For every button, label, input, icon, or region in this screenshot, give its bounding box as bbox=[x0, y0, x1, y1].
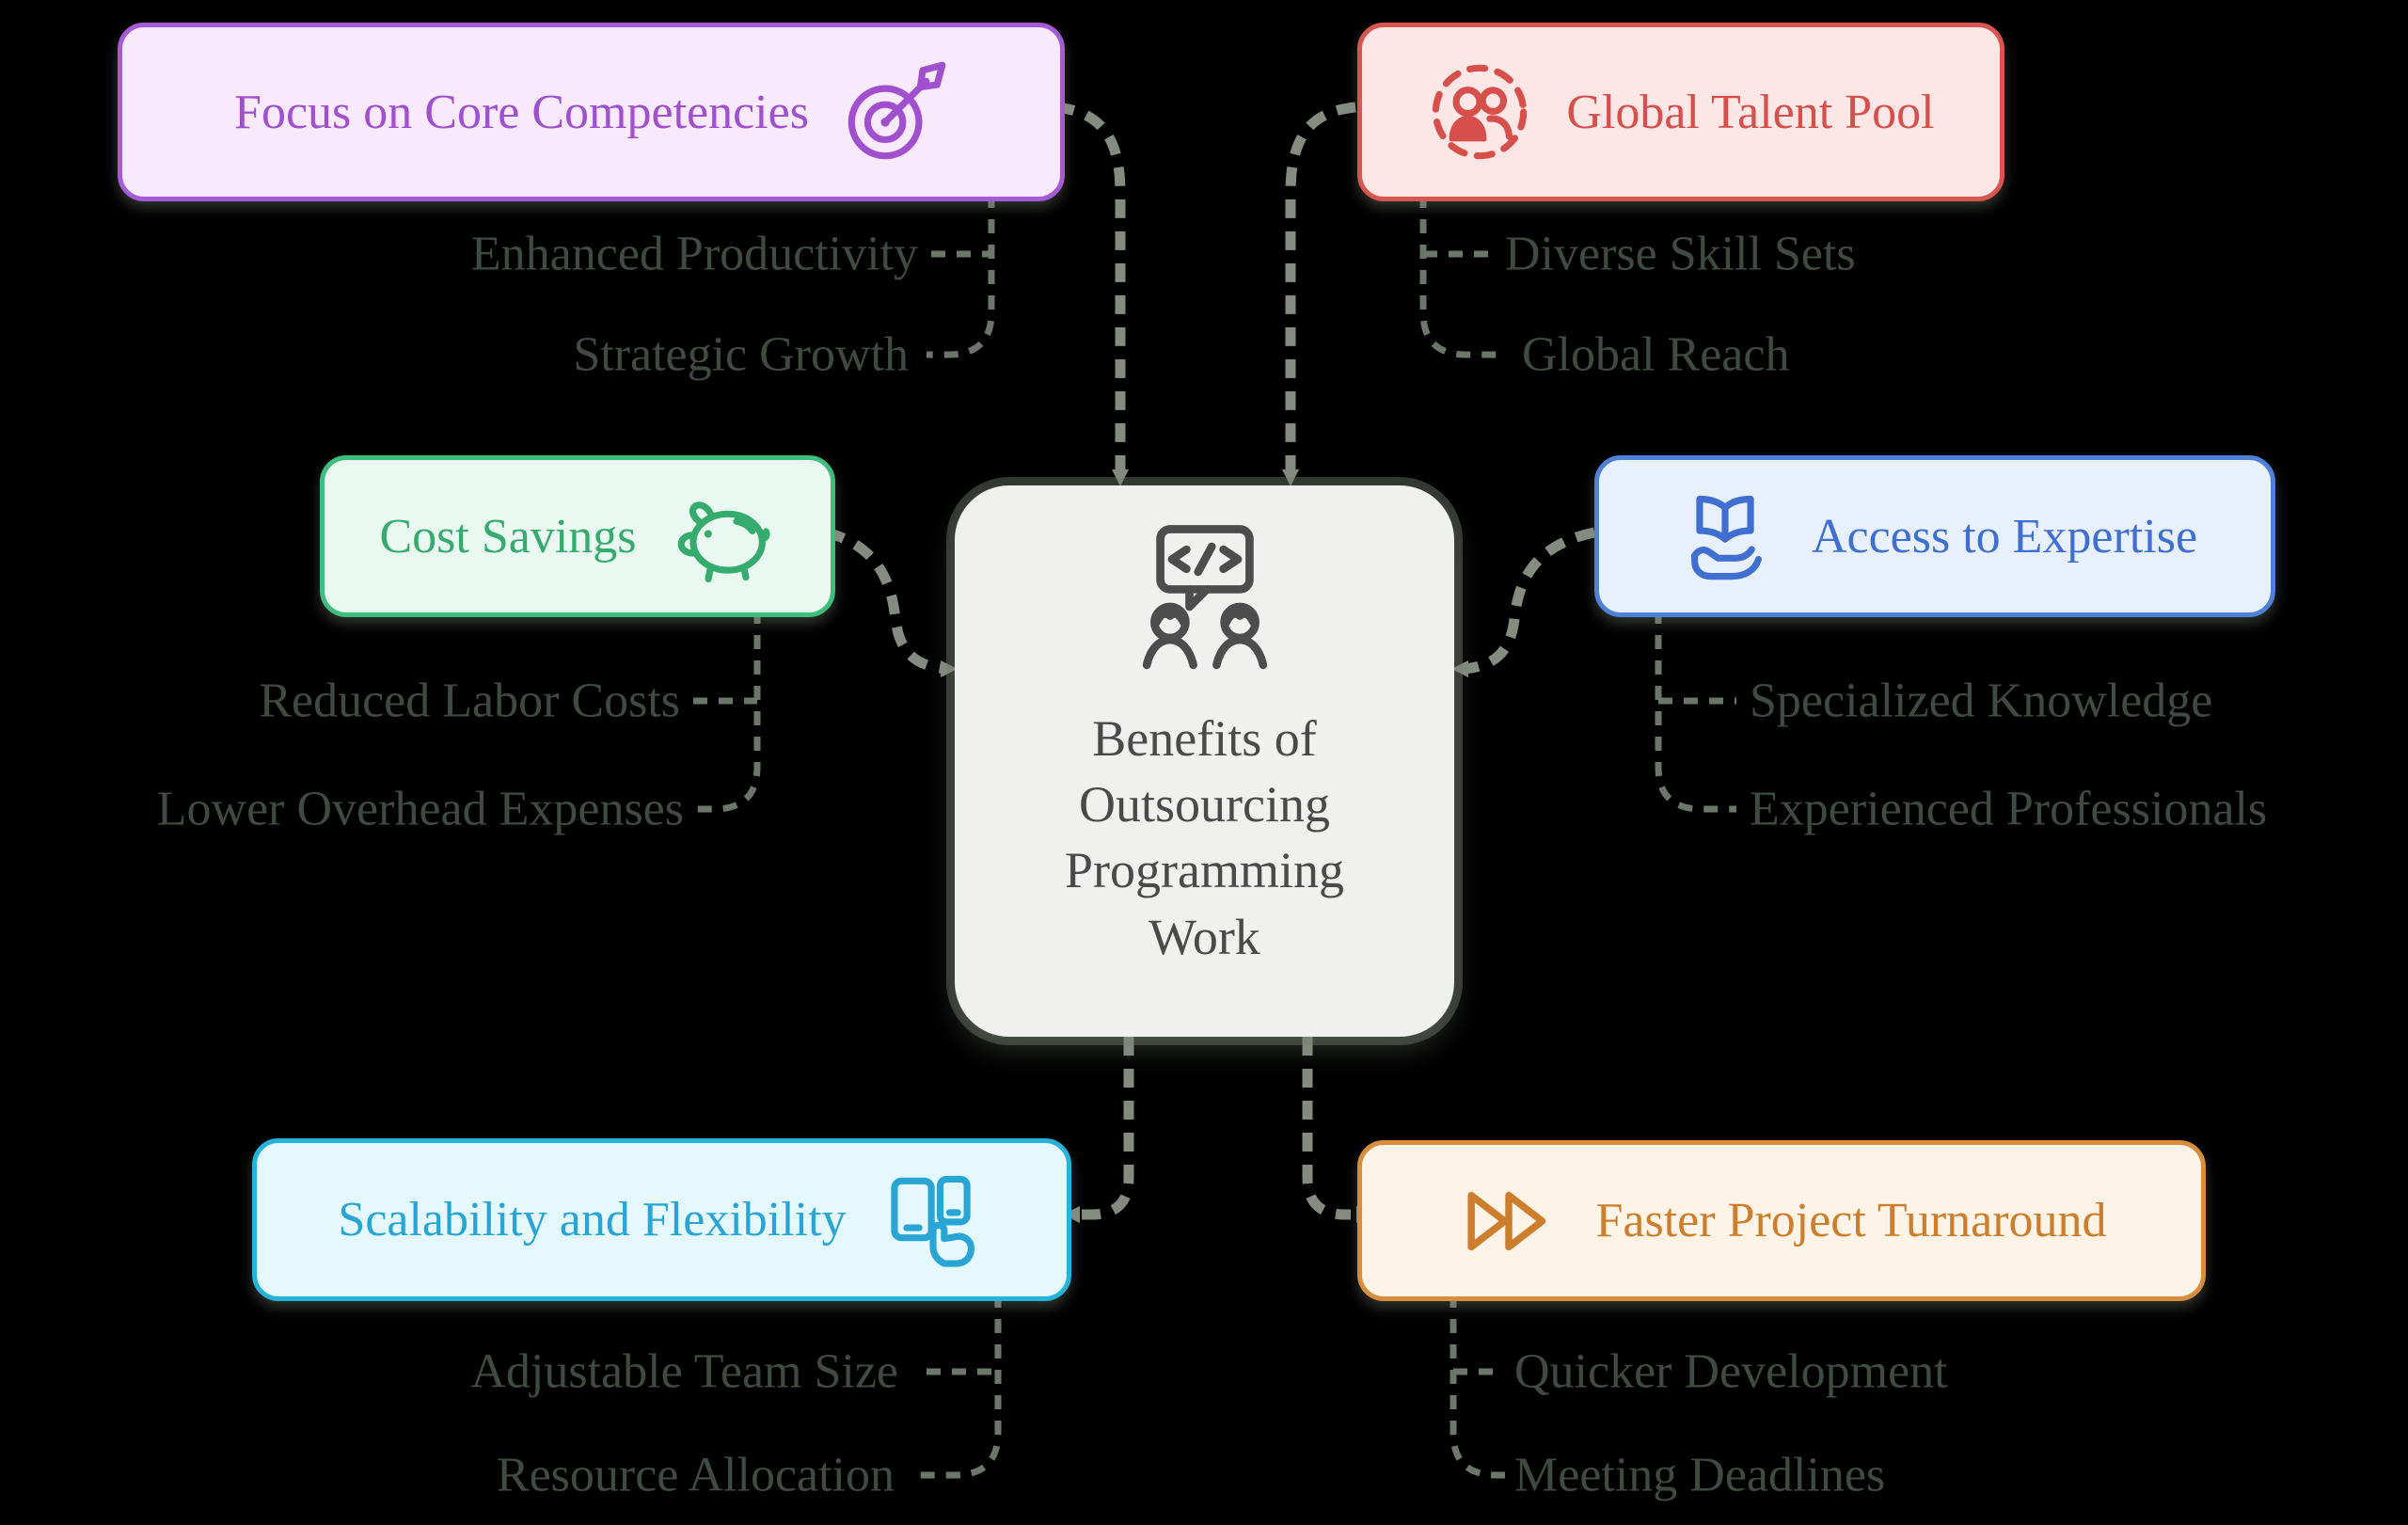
target-dart-icon bbox=[843, 59, 948, 165]
code-chat-people-icon bbox=[1112, 521, 1298, 692]
center-title-line: Work bbox=[1149, 908, 1260, 965]
sub-label-quicker-development: Quicker Development bbox=[1514, 1344, 1948, 1399]
devices-hand-icon bbox=[880, 1168, 986, 1273]
branch-label: Scalability and Flexibility bbox=[338, 1193, 847, 1247]
branch-label: Global Talent Pool bbox=[1566, 85, 1935, 139]
branch-box-global-talent-pool: Global Talent Pool bbox=[1357, 23, 2004, 201]
branch-box-access-to-expertise: Access to Expertise bbox=[1594, 455, 2275, 617]
book-hand-icon bbox=[1672, 484, 1778, 589]
sub-label-enhanced-productivity: Enhanced Productivity bbox=[470, 227, 918, 281]
center-node: Benefits of Outsourcing Programming Work bbox=[955, 485, 1454, 1037]
sub-label-specialized-knowledge: Specialized Knowledge bbox=[1750, 674, 2213, 728]
sub-label-resource-allocation: Resource Allocation bbox=[496, 1448, 895, 1502]
sub-label-meeting-deadlines: Meeting Deadlines bbox=[1514, 1448, 1886, 1502]
fast-forward-icon bbox=[1456, 1168, 1561, 1274]
branch-box-faster-project-turnaround: Faster Project Turnaround bbox=[1357, 1140, 2206, 1301]
sub-label-reduced-labor-costs: Reduced Labor Costs bbox=[259, 674, 680, 728]
center-title-line: Outsourcing bbox=[1079, 776, 1330, 834]
branch-box-cost-savings: Cost Savings bbox=[320, 455, 835, 617]
sub-label-adjustable-team-size: Adjustable Team Size bbox=[470, 1344, 898, 1399]
sub-label-global-reach: Global Reach bbox=[1522, 327, 1790, 382]
branch-box-scalability-flexibility: Scalability and Flexibility bbox=[252, 1138, 1071, 1301]
piggy-bank-icon bbox=[671, 484, 776, 589]
sub-label-experienced-professionals: Experienced Professionals bbox=[1750, 782, 2268, 836]
branch-label: Cost Savings bbox=[379, 509, 637, 564]
branch-label: Focus on Core Competencies bbox=[234, 85, 809, 139]
branch-box-focus-core-competencies: Focus on Core Competencies bbox=[118, 23, 1065, 201]
center-title: Benefits of Outsourcing Programming Work bbox=[1065, 706, 1344, 970]
branch-label: Faster Project Turnaround bbox=[1595, 1194, 2107, 1247]
sub-label-diverse-skill-sets: Diverse Skill Sets bbox=[1505, 227, 1856, 281]
center-title-line: Benefits of bbox=[1092, 710, 1317, 767]
sub-label-lower-overhead-expenses: Lower Overhead Expenses bbox=[156, 782, 684, 836]
sub-label-strategic-growth: Strategic Growth bbox=[573, 327, 909, 382]
people-network-icon bbox=[1427, 59, 1532, 165]
branch-label: Access to Expertise bbox=[1811, 509, 2198, 564]
center-title-line: Programming bbox=[1065, 842, 1344, 899]
